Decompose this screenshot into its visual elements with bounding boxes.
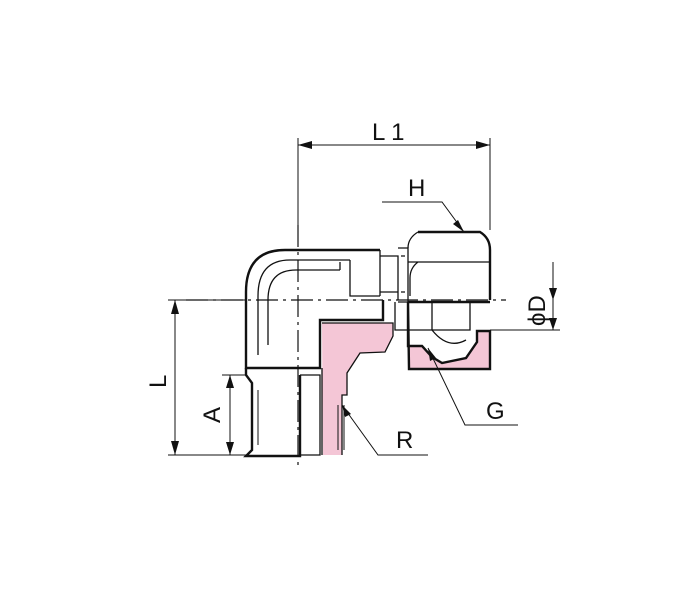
l-arrow-top bbox=[171, 300, 179, 314]
section-outline bbox=[322, 322, 394, 455]
section-fill-nut bbox=[409, 331, 490, 369]
ferrule bbox=[394, 302, 471, 331]
collar bbox=[398, 247, 409, 303]
thread-stem-outline bbox=[243, 368, 302, 458]
g-leader bbox=[427, 347, 518, 426]
section-fill-body bbox=[322, 323, 393, 455]
nut-chamfer bbox=[407, 231, 491, 296]
elbow-bore-outer bbox=[257, 259, 350, 355]
l-label: L bbox=[145, 375, 172, 388]
body-neck bbox=[380, 255, 399, 300]
a-arrow-bottom bbox=[226, 442, 234, 455]
r-leader-arrow bbox=[342, 405, 351, 417]
l1-label: L 1 bbox=[372, 119, 404, 146]
h-leader-arrow bbox=[453, 220, 464, 232]
h-leader bbox=[382, 201, 465, 233]
elbow-body-outline bbox=[244, 248, 385, 370]
g-leader-arrow bbox=[428, 348, 436, 361]
phid-label: ϕD bbox=[524, 295, 551, 326]
a-arrow-top bbox=[226, 375, 234, 388]
ferrule-arc bbox=[431, 329, 467, 344]
a-label: A bbox=[199, 407, 226, 423]
phid-arrow-top bbox=[549, 288, 557, 300]
l1-arrow-left bbox=[298, 141, 312, 149]
r-label: R bbox=[396, 427, 413, 454]
h-label: H bbox=[408, 175, 425, 202]
l-arrow-bottom bbox=[171, 441, 179, 455]
nut-lower bbox=[406, 301, 492, 371]
nut-body bbox=[408, 230, 492, 304]
thread-stem-right bbox=[300, 368, 323, 456]
elbow-bore-step bbox=[339, 260, 380, 297]
l1-arrow-right bbox=[476, 141, 490, 149]
r-leader bbox=[341, 404, 428, 456]
phid-arrow-bottom bbox=[549, 318, 557, 330]
g-label: G bbox=[486, 398, 505, 425]
